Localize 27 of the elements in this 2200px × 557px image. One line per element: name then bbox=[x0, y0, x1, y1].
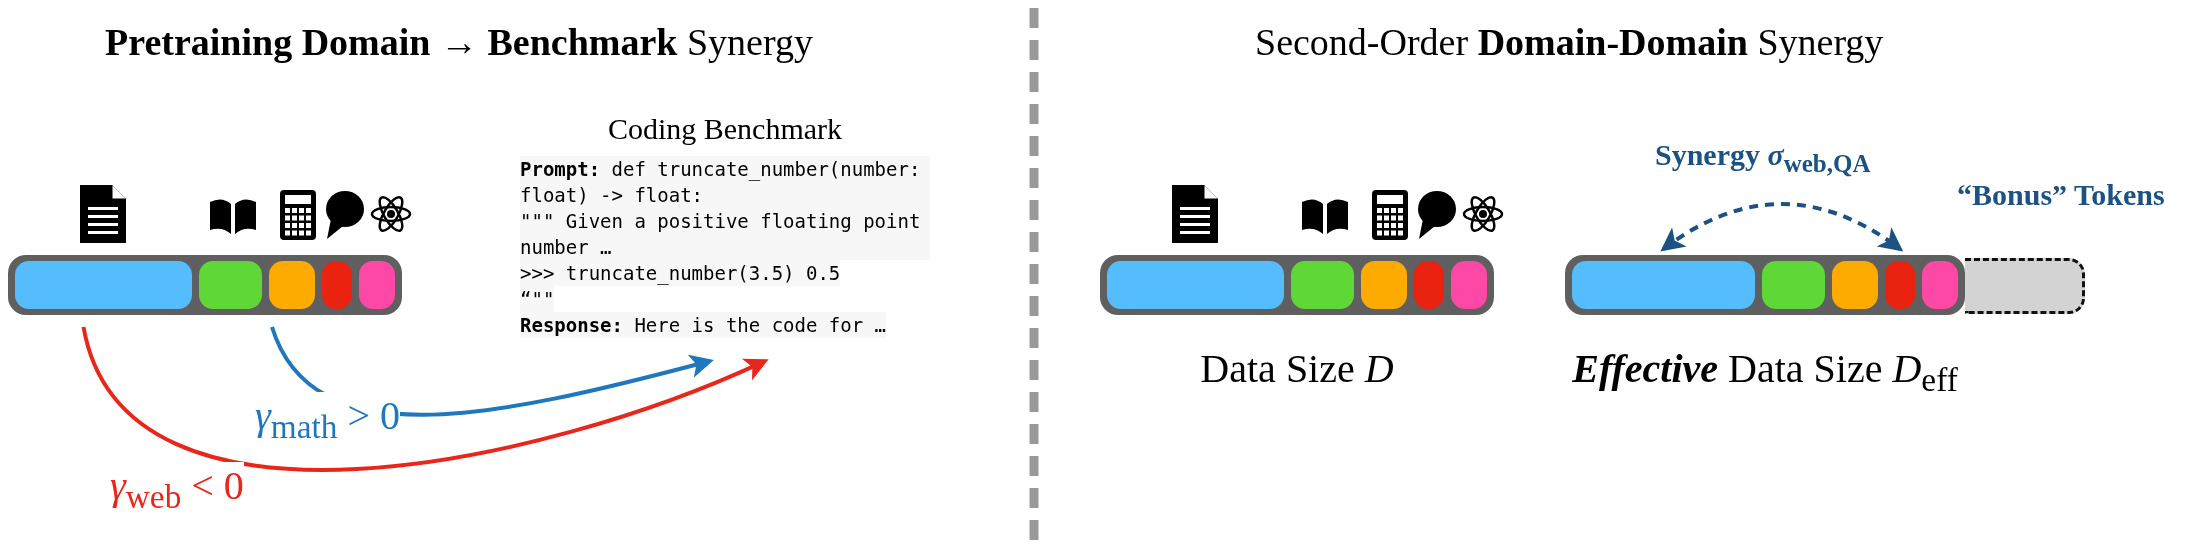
arrow bbox=[81, 326, 769, 472]
domain-segment bbox=[1361, 261, 1407, 309]
node-label: Effective Data Size D$_{eff}$ bbox=[1572, 345, 1958, 399]
node-label: “Bonus” Tokens bbox=[1957, 178, 2165, 212]
data-mixture-bar bbox=[1565, 255, 1965, 315]
benchmark-title: Coding Benchmark bbox=[606, 112, 844, 146]
arrow bbox=[1660, 202, 1904, 252]
domain-segment bbox=[359, 261, 395, 309]
domain-segment bbox=[1922, 261, 1958, 309]
domain-segment bbox=[1572, 261, 1755, 309]
domain-segment bbox=[1451, 261, 1487, 309]
bonus-token-segment bbox=[1965, 258, 2085, 314]
domain-segment bbox=[1832, 261, 1878, 309]
domain-segment bbox=[199, 261, 262, 309]
domain-segment bbox=[1107, 261, 1284, 309]
section-heading: Second-Order Domain-Domain Synergy bbox=[1255, 20, 1884, 64]
domain-segment bbox=[1885, 261, 1915, 309]
domain-segment bbox=[1291, 261, 1354, 309]
data-mixture-bar bbox=[8, 255, 402, 315]
section-heading: Pretraining Domain → Benchmark Synergy bbox=[105, 20, 813, 64]
domain-segment bbox=[1762, 261, 1825, 309]
domain-segment bbox=[322, 261, 352, 309]
domain-segment bbox=[1414, 261, 1444, 309]
domain-segment bbox=[269, 261, 315, 309]
domain-segment bbox=[15, 261, 192, 309]
data-mixture-bar bbox=[1100, 255, 1494, 315]
node-label: Data Size D bbox=[1200, 345, 1394, 392]
